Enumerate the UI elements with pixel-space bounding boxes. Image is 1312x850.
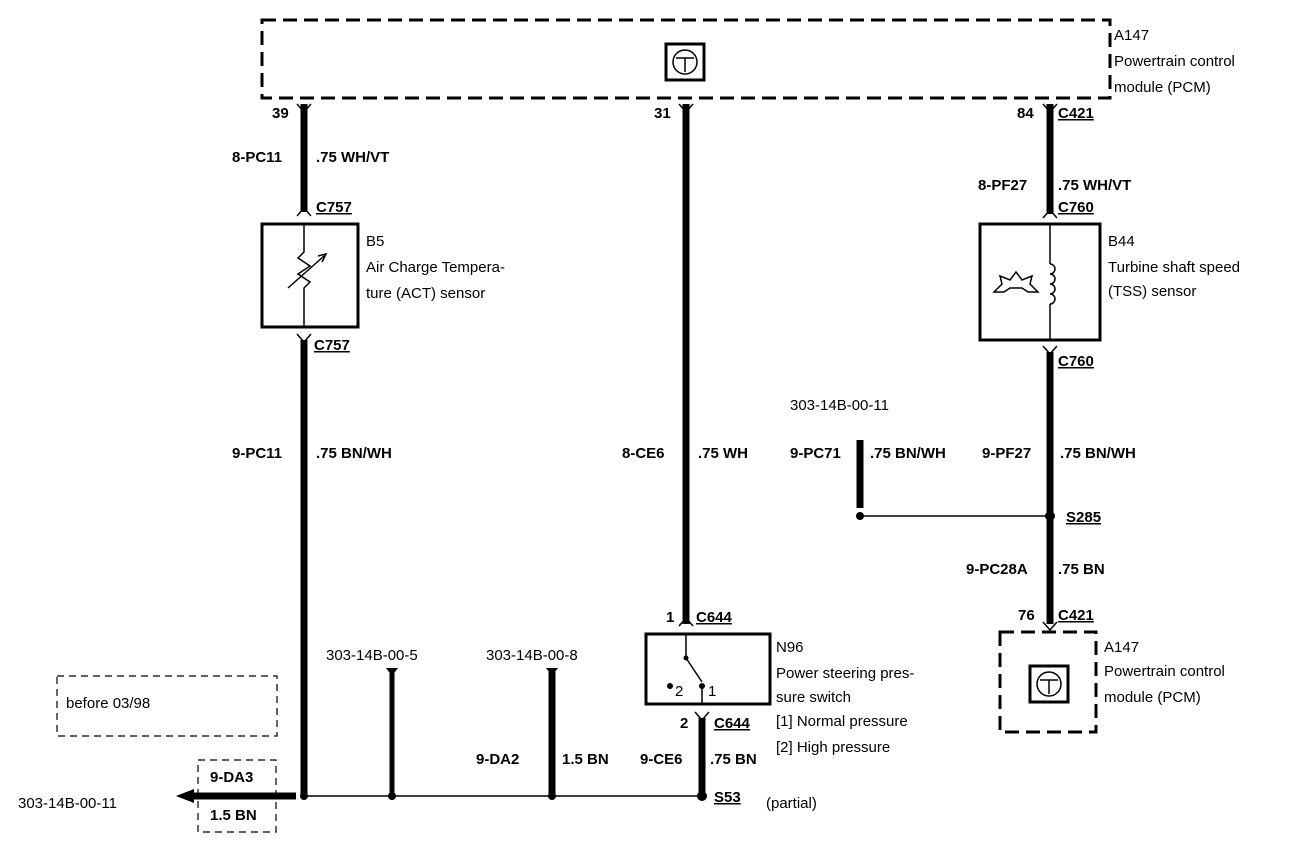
connector-c644-bottom: C644 bbox=[714, 715, 751, 732]
bus-dot-3 bbox=[548, 792, 556, 800]
ref-303-14b-00-5: 303-14B-00-5 bbox=[326, 647, 418, 664]
tss-sensor-name2: (TSS) sensor bbox=[1108, 283, 1196, 300]
c644-top-arrow bbox=[678, 616, 694, 627]
pcm-top-box bbox=[260, 18, 1112, 100]
pcm-bottom-pin: 76 bbox=[1018, 607, 1035, 624]
pressure-switch-icon bbox=[667, 634, 705, 704]
wire-9-da3-id: 9-DA3 bbox=[210, 769, 253, 786]
pcm-bottom-name2: module (PCM) bbox=[1104, 689, 1201, 706]
ps-switch-contact2: 2 bbox=[675, 683, 683, 700]
pcm-bottom-name: Powertrain control bbox=[1104, 663, 1225, 680]
c757-top-arrow bbox=[296, 206, 312, 217]
wire-8-pc11-spec: .75 WH/VT bbox=[316, 149, 389, 166]
wire-9-pc71-spec: .75 BN/WH bbox=[870, 445, 946, 462]
ps-switch-state2: [2] High pressure bbox=[776, 739, 890, 756]
connector-c757-bottom: C757 bbox=[314, 337, 350, 354]
act-sensor-box bbox=[260, 222, 360, 329]
ps-switch-pin1: 1 bbox=[666, 609, 674, 626]
wire-9-pf27-spec: .75 BN/WH bbox=[1060, 445, 1136, 462]
pcm-top-icon bbox=[664, 42, 706, 82]
wire-9-da3-arrow bbox=[176, 789, 194, 803]
splice-dot-s285 bbox=[1045, 511, 1055, 521]
pcm-bottom-id: A147 bbox=[1104, 639, 1139, 656]
speed-sensor-icon bbox=[992, 224, 1056, 340]
wire-8-pf27-spec: .75 WH/VT bbox=[1058, 177, 1131, 194]
pin-31-arrow bbox=[678, 103, 694, 114]
wire-9-da3-spec: 1.5 BN bbox=[210, 807, 257, 824]
splice-s53-partial: (partial) bbox=[766, 795, 817, 812]
pin-31: 31 bbox=[654, 105, 671, 122]
ps-switch-name2: sure switch bbox=[776, 689, 851, 706]
act-sensor-name: Air Charge Tempera- bbox=[366, 259, 505, 276]
pin-39-arrow bbox=[296, 103, 312, 114]
wire-8-ce6-spec: .75 WH bbox=[698, 445, 748, 462]
wire-9-pc28a-spec: .75 BN bbox=[1058, 561, 1105, 578]
pcm-top-name: Powertrain control bbox=[1114, 53, 1235, 70]
wire-8-ce6-id: 8-CE6 bbox=[622, 445, 665, 462]
wire-9-pc71-id: 9-PC71 bbox=[790, 445, 841, 462]
wire-9-pf27-id: 9-PF27 bbox=[982, 445, 1031, 462]
tss-sensor-name: Turbine shaft speed bbox=[1108, 259, 1240, 276]
pin-39: 39 bbox=[272, 105, 289, 122]
wire-9-ce6-id: 9-CE6 bbox=[640, 751, 683, 768]
wire-9-da2-spec: 1.5 BN bbox=[562, 751, 609, 768]
wire-9-pc11-id: 9-PC11 bbox=[232, 445, 282, 462]
ps-switch-pin2: 2 bbox=[680, 715, 688, 732]
wire-9-pc11-spec: .75 BN/WH bbox=[316, 445, 392, 462]
connector-c421-bottom: C421 bbox=[1058, 607, 1094, 624]
ps-switch-id: N96 bbox=[776, 639, 804, 656]
pcm-top-name2: module (PCM) bbox=[1114, 79, 1211, 96]
act-sensor-name2: ture (ACT) sensor bbox=[366, 285, 485, 302]
c760-top-arrow bbox=[1042, 208, 1058, 219]
ps-switch-box bbox=[644, 632, 772, 706]
bus-dot-2 bbox=[388, 792, 396, 800]
splice-dot-pc71 bbox=[856, 512, 864, 520]
note-before-0398: before 03/98 bbox=[66, 695, 150, 712]
pcm-bottom-box bbox=[998, 630, 1098, 734]
ref-303-14b-00-11-bottom: 303-14B-00-11 bbox=[18, 795, 117, 812]
pcm-top-id: A147 bbox=[1114, 27, 1149, 44]
wire-9-ce6-spec: .75 BN bbox=[710, 751, 757, 768]
wire-8-pf27-id: 8-PF27 bbox=[978, 177, 1027, 194]
bus-dot-s53 bbox=[697, 791, 707, 801]
ps-switch-contact1: 1 bbox=[708, 683, 716, 700]
splice-s53: S53 bbox=[714, 789, 741, 806]
wire-8-pc11-id: 8-PC11 bbox=[232, 149, 282, 166]
bus-dot-1 bbox=[300, 792, 308, 800]
thermistor-icon bbox=[287, 224, 328, 327]
ref-303-14b-00-8: 303-14B-00-8 bbox=[486, 647, 578, 664]
splice-s285: S285 bbox=[1066, 509, 1101, 526]
ps-switch-name: Power steering pres- bbox=[776, 665, 914, 682]
pin-84: 84 bbox=[1017, 105, 1034, 122]
pin-76-arrow bbox=[1042, 621, 1058, 632]
pin-84-arrow bbox=[1042, 103, 1058, 114]
pcm-bottom-icon bbox=[1028, 664, 1070, 704]
act-sensor-id: B5 bbox=[366, 233, 384, 250]
connector-c421-top: C421 bbox=[1058, 105, 1094, 122]
tss-sensor-box bbox=[978, 222, 1102, 342]
wire-9-pc28a-id: 9-PC28A bbox=[966, 561, 1028, 578]
ps-switch-state1: [1] Normal pressure bbox=[776, 713, 908, 730]
ref-303-14b-00-11-top: 303-14B-00-11 bbox=[790, 397, 889, 414]
connector-c760-bottom: C760 bbox=[1058, 353, 1094, 370]
note-box bbox=[56, 675, 278, 737]
wire-9-da2-id: 9-DA2 bbox=[476, 751, 519, 768]
tss-sensor-id: B44 bbox=[1108, 233, 1135, 250]
connector-c760-top: C760 bbox=[1058, 199, 1094, 216]
connector-c757-top: C757 bbox=[316, 199, 352, 216]
connector-c644-top: C644 bbox=[696, 609, 733, 626]
